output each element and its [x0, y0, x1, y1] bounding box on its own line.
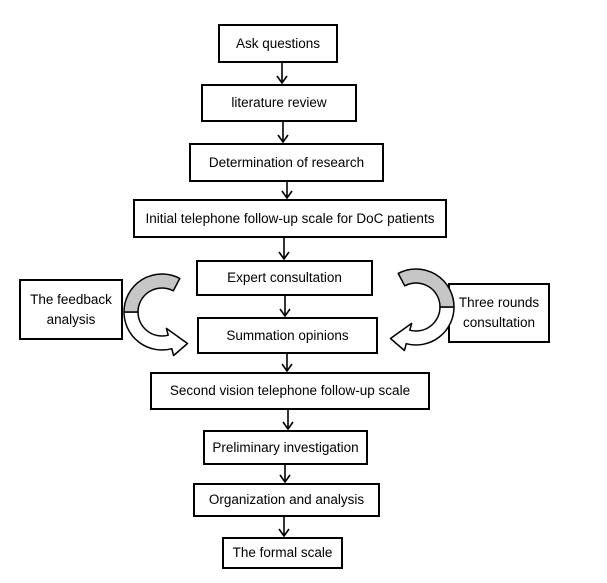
flow-node-ask-questions: Ask questions	[218, 24, 338, 63]
arrow-down-2	[277, 122, 289, 143]
arrow-down-3	[281, 182, 293, 199]
flow-node-preliminary-investigation: Preliminary investigation	[203, 430, 368, 465]
flow-node-determination-of-research: Determination of research	[189, 143, 384, 182]
flow-node-second-vision-scale: Second vision telephone follow-up scale	[150, 372, 430, 410]
arrow-down-7	[282, 410, 294, 430]
arrow-down-1	[276, 63, 288, 84]
flow-node-summation-opinions: Summation opinions	[197, 317, 378, 354]
arrow-down-5	[279, 296, 291, 317]
arrow-down-8	[279, 465, 291, 483]
arrow-down-6	[281, 354, 293, 372]
flow-node-the-formal-scale: The formal scale	[222, 537, 343, 569]
flow-node-initial-telephone-scale: Initial telephone follow-up scale for Do…	[133, 199, 447, 238]
flow-node-expert-consultation: Expert consultation	[196, 260, 373, 296]
feedback-loop-arrow-left	[123, 273, 189, 357]
arrow-down-9	[278, 517, 290, 537]
flow-node-literature-review: literature review	[201, 84, 357, 122]
flow-node-organization-and-analysis: Organization and analysis	[193, 483, 380, 517]
side-node-three-rounds-consultation: Three rounds consultation	[448, 283, 550, 343]
side-node-feedback-analysis: The feedback analysis	[19, 279, 123, 340]
arrow-down-4	[278, 238, 290, 260]
consultation-loop-arrow-right	[389, 268, 455, 352]
